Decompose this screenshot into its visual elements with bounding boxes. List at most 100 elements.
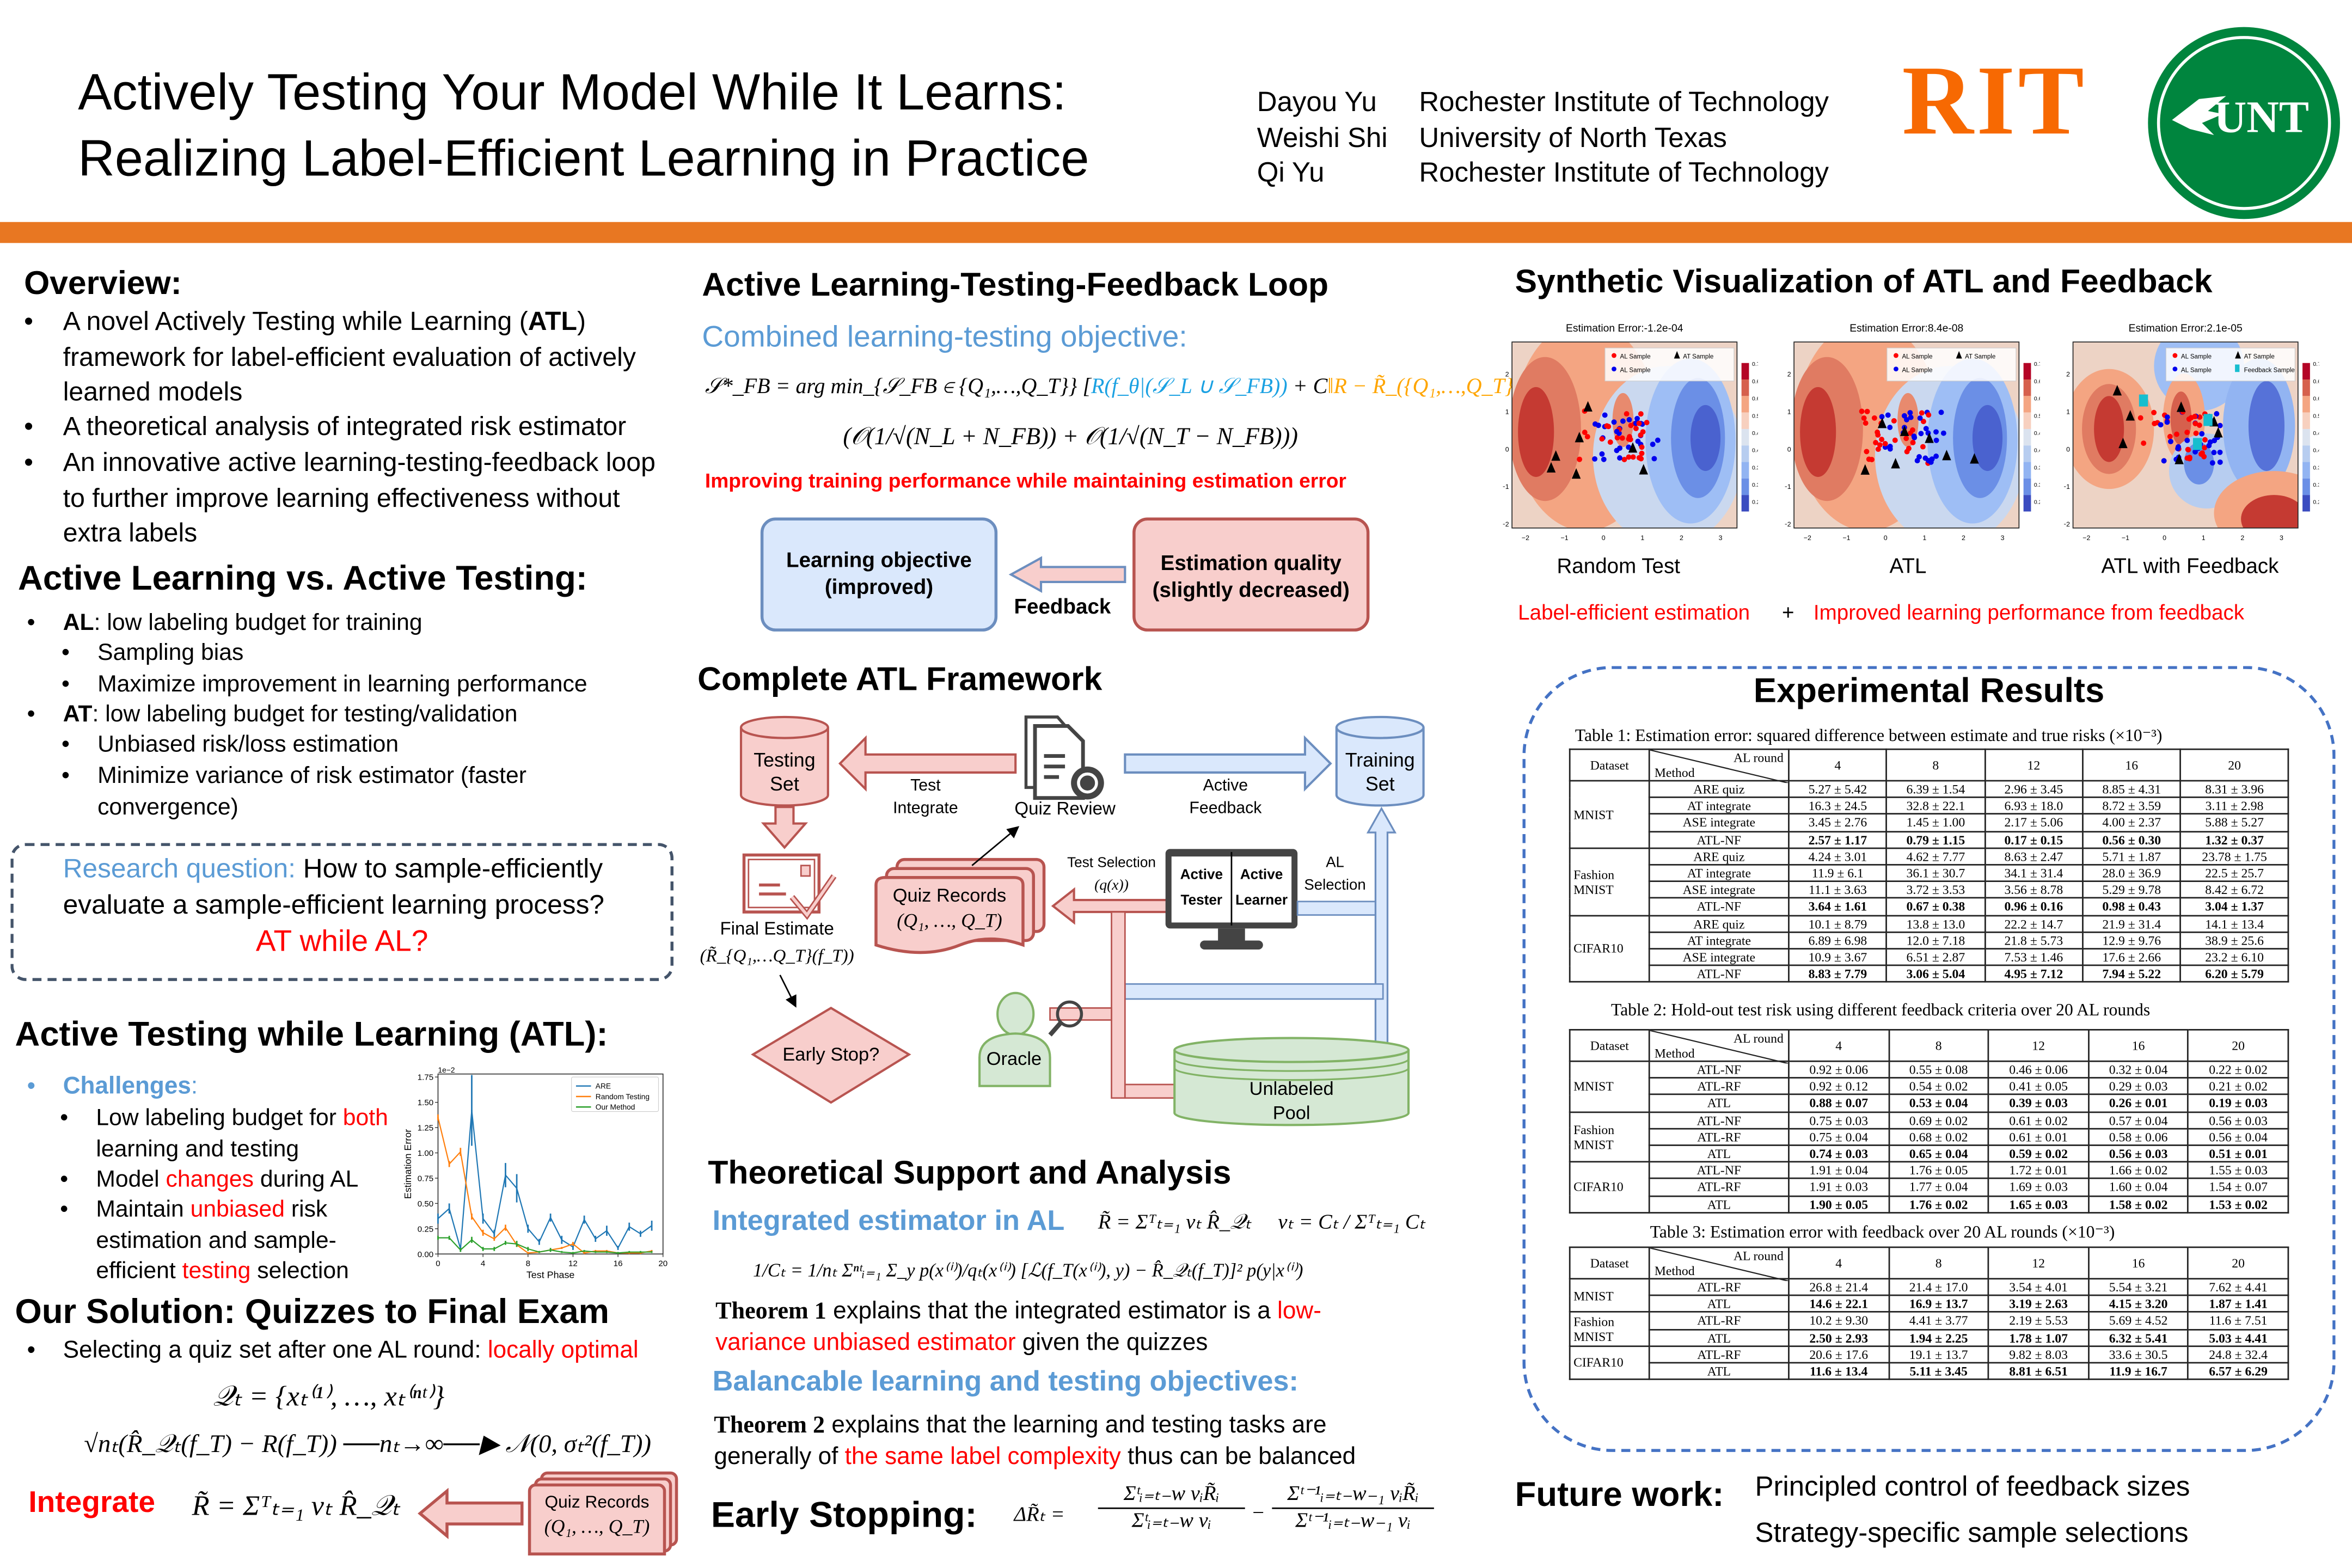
sample-point	[1875, 432, 1881, 438]
sample-point	[1877, 442, 1883, 448]
data-point	[561, 1251, 563, 1253]
data-point	[549, 1217, 552, 1218]
author-affiliation: Rochester Institute of Technology	[1419, 156, 1829, 188]
value-cell: 12.9 ± 9.76	[2081, 931, 2182, 950]
colorbar-tick: 0.48	[2313, 431, 2319, 437]
x-tick: 0	[1884, 534, 1888, 542]
value-cell: 4.62 ± 7.77	[1886, 847, 1986, 866]
poster-title: Actively Testing Your Model While It Lea…	[78, 60, 1089, 192]
data-point	[527, 1228, 529, 1230]
sample-point	[1619, 435, 1625, 441]
data-point	[516, 1243, 518, 1245]
colorbar-tick: 0.60	[2313, 396, 2319, 402]
title-line-1: Actively Testing Your Model While It Lea…	[78, 64, 1067, 122]
legend-entry: Feedback Sample	[2244, 367, 2295, 373]
sample-point	[1864, 449, 1870, 455]
integrate-label: Integrate	[28, 1486, 156, 1520]
sample-point	[1910, 439, 1916, 445]
value-cell: 11.6 ± 7.51	[2187, 1311, 2289, 1330]
data-point	[549, 1249, 552, 1251]
data-point	[460, 1151, 462, 1153]
research-question-box: Research question: How to sample-efficie…	[10, 843, 674, 981]
value-cell: 22.2 ± 14.7	[1983, 914, 2084, 933]
at-sample-marker	[2118, 437, 2128, 449]
value-cell: 17.6 ± 2.66	[2081, 947, 2182, 966]
x-tick: 2	[1680, 534, 1683, 542]
sample-point	[2164, 419, 2170, 425]
method-cell: ARE quiz	[1648, 847, 1790, 866]
final-estimate-label: Final Estimate	[720, 918, 834, 939]
y-tick: −2	[1503, 520, 1509, 528]
value-cell: 8.83 ± 7.79	[1788, 964, 1888, 983]
sample-point	[2168, 438, 2173, 444]
plot-area	[437, 1073, 664, 1255]
ct-equation: 1/Cₜ = 1/nₜ Σⁿᵗᵢ₌₁ Σ_y p(x⁽ⁱ⁾)/qₜ(x⁽ⁱ⁾) …	[753, 1260, 1303, 1281]
header-dataset: Dataset	[1569, 1028, 1650, 1062]
value-cell: 0.29 ± 0.03	[2087, 1077, 2189, 1096]
sample-point	[1918, 431, 1924, 437]
sample-point	[1875, 446, 1881, 452]
data-point	[572, 1246, 574, 1248]
sample-point	[1582, 430, 1588, 436]
data-point	[572, 1252, 574, 1254]
rate-equation: (𝒪(1/√(N_L + N_FB)) + 𝒪(1/√(N_T − N_FB))…	[843, 424, 1298, 450]
quiz-review-icon	[1024, 715, 1104, 800]
research-question-text: How to sample-efficiently evaluate a sam…	[63, 853, 605, 919]
at-sample-marker	[1970, 453, 1979, 464]
value-cell: 1.76 ± 0.02	[1888, 1195, 1989, 1214]
challenge-item: •Model changes during AL	[60, 1167, 359, 1193]
value-cell: 22.5 ± 25.7	[2179, 863, 2289, 883]
header-al-round: AL round	[1733, 1030, 1784, 1046]
header-round: 12	[1983, 748, 2084, 782]
future-work-item: Principled control of feedback sizes	[1755, 1469, 2190, 1502]
sample-point	[1633, 425, 1639, 431]
data-point	[538, 1241, 540, 1243]
method-cell: ATL-NF	[1648, 1111, 1790, 1129]
method-cell: ATL-RF	[1648, 1128, 1790, 1146]
data-point	[505, 1242, 506, 1244]
dataset-name: MNIST	[1573, 1136, 1614, 1152]
at-sample-marker	[1571, 468, 1581, 479]
value-cell: 0.57 ± 0.04	[2087, 1111, 2189, 1129]
al-selection-label: Selection	[1304, 876, 1365, 893]
final-estimate-icon	[742, 853, 837, 920]
legend-entry: AT Sample	[1965, 353, 1995, 360]
colorbar-tick: 0.72	[2034, 362, 2040, 367]
sample-point	[1885, 412, 1891, 418]
data-point	[437, 1237, 439, 1239]
value-cell: 7.94 ± 5.22	[2081, 964, 2182, 983]
sample-point	[2184, 430, 2190, 436]
sample-point	[1917, 415, 1923, 421]
sample-point	[1933, 429, 1939, 435]
value-cell: 0.51 ± 0.01	[2187, 1144, 2289, 1163]
header-round: 20	[2187, 1028, 2289, 1062]
colorbar-tick: 0.30	[2313, 482, 2319, 488]
dataset-name: Fashion	[1573, 1314, 1615, 1330]
sample-point	[1617, 445, 1623, 451]
sample-point	[1635, 438, 1641, 444]
data-point	[606, 1251, 608, 1253]
quiz-records-label: Quiz Records	[893, 885, 1007, 906]
future-work-item: Strategy-specific sample selections	[1755, 1516, 2189, 1548]
at-sample-marker	[2175, 454, 2184, 464]
colorbar-tick: 0.60	[1752, 396, 1758, 402]
header-round: 20	[2179, 748, 2289, 782]
data-point	[482, 1217, 484, 1220]
header-round: 4	[1788, 1246, 1890, 1280]
value-cell: 1.72 ± 0.01	[1988, 1161, 2090, 1180]
y-tick: 1	[1505, 408, 1509, 415]
sample-point	[1614, 428, 1620, 434]
sample-point	[2217, 459, 2223, 465]
y-axis-label: Estimation Error	[402, 1129, 413, 1199]
data-point	[505, 1227, 506, 1229]
x-tick-label: 20	[658, 1259, 667, 1268]
oracle-icon: Oracle	[978, 991, 1051, 1087]
